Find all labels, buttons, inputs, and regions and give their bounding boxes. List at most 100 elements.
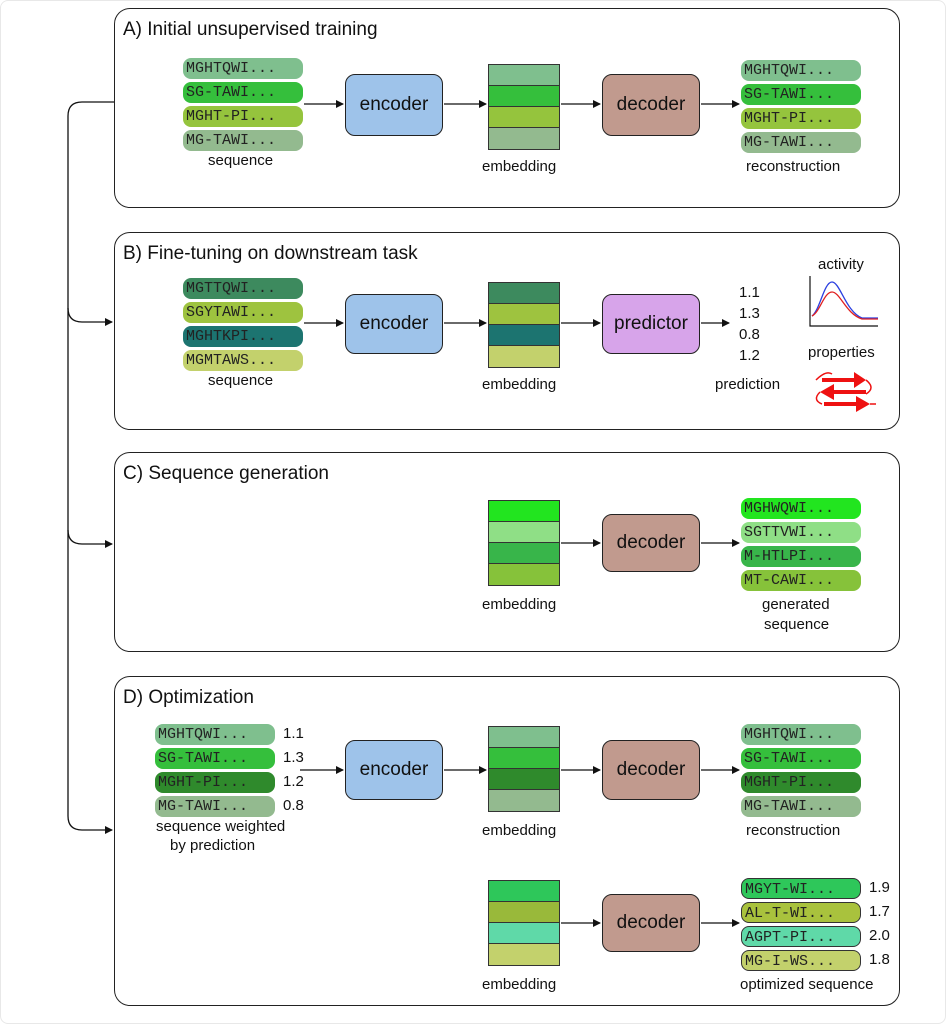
panel-d-reconstruction-label: reconstruction <box>746 822 841 839</box>
panel-d-decoder-label: decoder <box>616 759 686 780</box>
panel-d-encoder: encoder <box>345 740 443 800</box>
sequence-pill: MGHT-PI... <box>183 106 303 127</box>
branch-to-b <box>67 307 113 326</box>
embedding-cell <box>489 65 559 86</box>
sequence-pill: MGTTQWI... <box>183 278 303 299</box>
sequence-pill: MT-CAWI... <box>741 570 861 591</box>
activity-plot-icon <box>809 276 878 327</box>
panel-c-decoder: decoder <box>602 514 700 572</box>
panel-d-optimized-label: optimized sequence <box>740 976 874 993</box>
panel-a-embedding-label: embedding <box>482 158 557 175</box>
panel-a-reconstruction-label: reconstruction <box>746 158 841 175</box>
sequence-score: 1.7 <box>869 903 890 920</box>
sequence-pill: MG-TAWI... <box>155 796 275 817</box>
panel-c-embedding-label: embedding <box>482 596 557 613</box>
embedding-cell <box>489 769 559 790</box>
panel-d-optimized-embedding-label: embedding <box>482 976 557 993</box>
panel-c-title: C) Sequence generation <box>123 463 329 484</box>
panel-d-embedding-label: embedding <box>482 822 557 839</box>
sequence-pill: MGMTAWS... <box>183 350 303 371</box>
panel-d-weighted-label-1: sequence weighted <box>156 818 286 835</box>
panel-d-decoder: decoder <box>602 740 700 800</box>
embedding-cell <box>489 881 559 902</box>
sequence-score: 1.8 <box>869 951 890 968</box>
sequence-pill: MGYT-WI... <box>741 878 861 899</box>
panel-d-optimized-decoder: decoder <box>602 894 700 952</box>
panel-a-encoder: encoder <box>345 74 443 136</box>
activity-curve-red <box>811 291 878 320</box>
panel-d-title: D) Optimization <box>123 687 254 708</box>
sequence-score: 0.8 <box>283 797 304 814</box>
trunk-line <box>67 101 114 834</box>
panel-b-predictor: predictor <box>602 294 700 354</box>
sequence-pill: SG-TAWI... <box>183 82 303 103</box>
embedding-cell <box>489 944 559 965</box>
sequence-pill: SG-TAWI... <box>741 84 861 105</box>
panel-a-decoder-label: decoder <box>616 94 686 115</box>
embedding-cell <box>489 283 559 304</box>
sequence-score: 1.1 <box>283 725 304 742</box>
embedding-cell <box>489 727 559 748</box>
sequence-pill: AL-T-WI... <box>741 902 861 923</box>
sequence-pill: MGHTQWI... <box>741 724 861 745</box>
embedding-cell <box>489 902 559 923</box>
panel-b-embedding <box>488 282 560 368</box>
panel-d-encoder-label: encoder <box>359 759 429 780</box>
sequence-score: 2.0 <box>869 927 890 944</box>
sequence-pill: M-HTLPI... <box>741 546 861 567</box>
panel-a-sequence-label: sequence <box>208 152 274 169</box>
prediction-value: 1.2 <box>739 347 760 364</box>
panel-c-generated-label-1: generated <box>762 596 830 613</box>
embedding-cell <box>489 346 559 367</box>
embedding-cell <box>489 325 559 346</box>
sequence-pill: SG-TAWI... <box>155 748 275 769</box>
sequence-pill: MG-TAWI... <box>741 132 861 153</box>
sequence-pill: MGHTKPI... <box>183 326 303 347</box>
panel-a-decoder: decoder <box>602 74 700 136</box>
sequence-pill: MG-I-WS... <box>741 950 861 971</box>
embedding-cell <box>489 304 559 325</box>
panel-a-embedding <box>488 64 560 150</box>
sequence-pill: MGHWQWI... <box>741 498 861 519</box>
sequence-score: 1.3 <box>283 749 304 766</box>
sequence-score: 1.2 <box>283 773 304 790</box>
embedding-cell <box>489 748 559 769</box>
panel-b-predictor-label: predictor <box>614 313 688 334</box>
embedding-cell <box>489 522 559 543</box>
panel-c-generated-label-2: sequence <box>764 616 830 633</box>
sequence-pill: MG-TAWI... <box>183 130 303 151</box>
embedding-cell <box>489 564 559 585</box>
embedding-cell <box>489 86 559 107</box>
panel-a-title: A) Initial unsupervised training <box>123 19 378 40</box>
panel-b-sequence-label: sequence <box>208 372 274 389</box>
panel-a-encoder-label: encoder <box>359 94 429 115</box>
sequence-pill: MGHTQWI... <box>183 58 303 79</box>
activity-curve-blue <box>811 281 878 319</box>
sequence-pill: MGHTQWI... <box>741 60 861 81</box>
sequence-pill: MG-TAWI... <box>741 796 861 817</box>
sequence-score: 1.9 <box>869 879 890 896</box>
prediction-value: 1.1 <box>739 284 760 301</box>
panel-b-activity-label: activity <box>818 256 864 273</box>
panel-b-prediction-label: prediction <box>715 376 781 393</box>
panel-b-title: B) Fine-tuning on downstream task <box>123 243 418 264</box>
panel-b-encoder: encoder <box>345 294 443 354</box>
panel-b-embedding-label: embedding <box>482 376 557 393</box>
panel-d-optimized-decoder-label: decoder <box>616 912 686 933</box>
sequence-pill: MGHT-PI... <box>741 772 861 793</box>
panel-d-weighted-label-2: by prediction <box>170 837 256 854</box>
sequence-pill: SGYTAWI... <box>183 302 303 323</box>
embedding-cell <box>489 501 559 522</box>
embedding-cell <box>489 923 559 944</box>
panel-b-properties-label: properties <box>808 344 875 361</box>
embedding-cell <box>489 107 559 128</box>
panel-c-decoder-label: decoder <box>616 532 686 553</box>
embedding-cell <box>489 128 559 149</box>
prediction-value: 1.3 <box>739 305 760 322</box>
branch-to-c <box>67 529 113 548</box>
sequence-pill: SGTTVWI... <box>741 522 861 543</box>
panel-d-embedding <box>488 726 560 812</box>
sequence-pill: SG-TAWI... <box>741 748 861 769</box>
